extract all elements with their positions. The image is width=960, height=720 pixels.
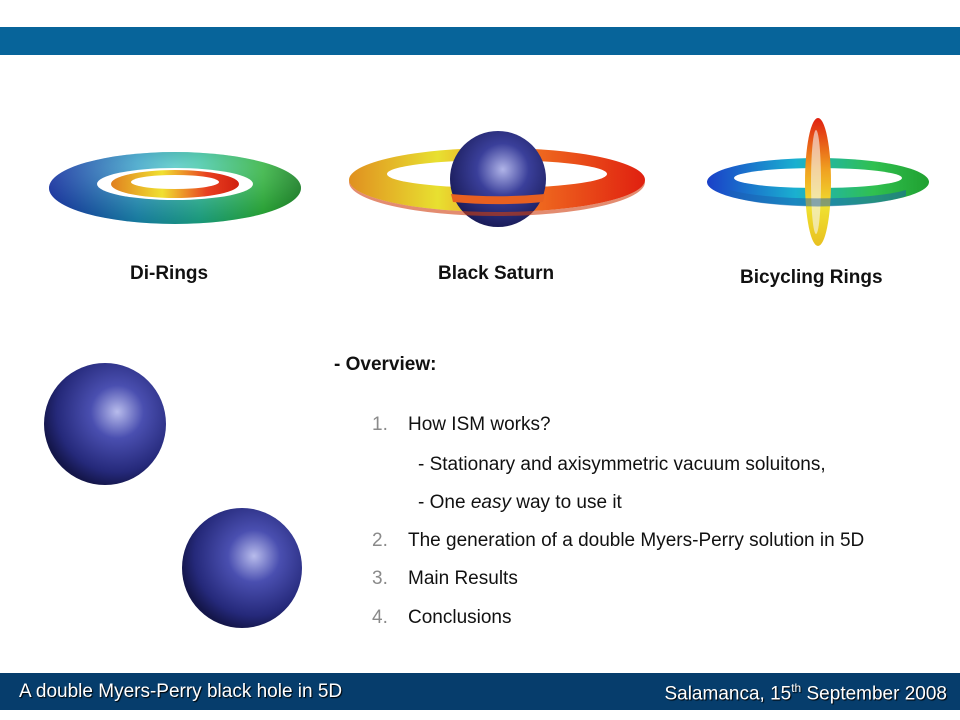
subitem-text: - Stationary and axisymmetric vacuum sol… <box>418 454 826 475</box>
black-saturn-image <box>349 131 645 227</box>
sphere-image-1 <box>44 363 166 485</box>
footer-title: A double Myers-Perry black hole in 5D <box>19 681 343 702</box>
bottom-margin <box>0 710 960 720</box>
footer-date: Salamanca, 15th September 2008 <box>664 681 947 705</box>
list-text: Conclusions <box>408 607 512 628</box>
list-number: 2. <box>372 530 388 551</box>
bicycling-rings-caption: Bicycling Rings <box>740 267 883 288</box>
footer-bar: A double Myers-Perry black hole in 5D Sa… <box>0 673 960 710</box>
list-number: 4. <box>372 607 388 628</box>
subitem-text: - One easy way to use it <box>418 492 622 513</box>
list-text: Main Results <box>408 568 518 589</box>
list-text: How ISM works? <box>408 414 551 435</box>
bicycling-rings-image <box>707 118 929 246</box>
list-number: 1. <box>372 414 388 435</box>
black-saturn-caption: Black Saturn <box>438 263 555 284</box>
sphere-image-2 <box>182 508 302 628</box>
overview-title: - Overview: <box>334 354 437 375</box>
di-rings-image <box>49 152 301 224</box>
di-rings-caption: Di-Rings <box>130 263 209 284</box>
list-text: The generation of a double Myers-Perry s… <box>408 530 865 551</box>
header-bar <box>0 27 960 55</box>
list-number: 3. <box>372 568 388 589</box>
